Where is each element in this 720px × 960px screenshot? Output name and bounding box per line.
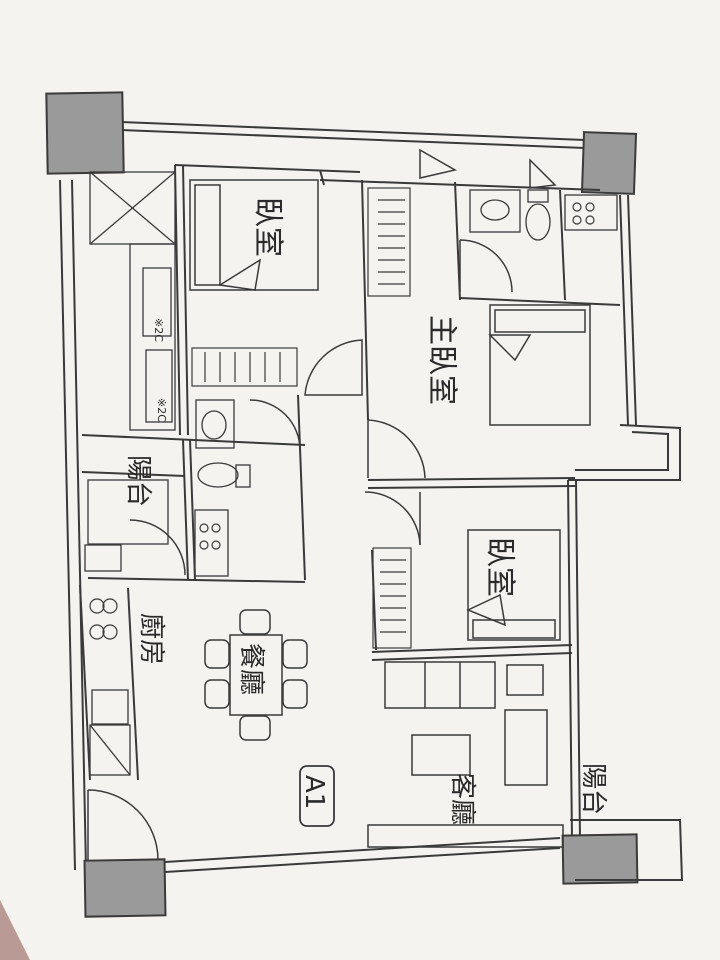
living-room-furniture (367, 661, 564, 848)
label-master-bedroom: 主臥室 (424, 315, 459, 405)
label-balcony-left: 陽台 (123, 455, 153, 507)
structural-columns (45, 91, 639, 918)
label-dining-room: 餐廳 (236, 643, 266, 695)
storage-area (89, 171, 176, 776)
beds (189, 179, 591, 641)
ac-tag-2: ※2C (155, 398, 168, 422)
ac-tag-1: ※2C (152, 318, 165, 342)
doors (87, 148, 557, 861)
label-bedroom-top: 臥室 (250, 197, 285, 257)
wardrobe-hangers (204, 199, 406, 633)
unit-code-label: A1 (299, 775, 329, 809)
bathroom-fixtures (84, 189, 618, 577)
label-bedroom-right: 臥室 (482, 537, 517, 597)
outer-walls (59, 121, 637, 873)
interior-walls (79, 164, 684, 881)
unit-code-badge (299, 765, 335, 827)
dining-set (204, 609, 308, 741)
label-kitchen: 廚房 (136, 613, 166, 665)
wardrobes (191, 187, 412, 649)
label-living-room: 客廳 (447, 773, 477, 825)
stove-burners (89, 202, 595, 640)
label-balcony-right: 陽台 (578, 763, 608, 815)
